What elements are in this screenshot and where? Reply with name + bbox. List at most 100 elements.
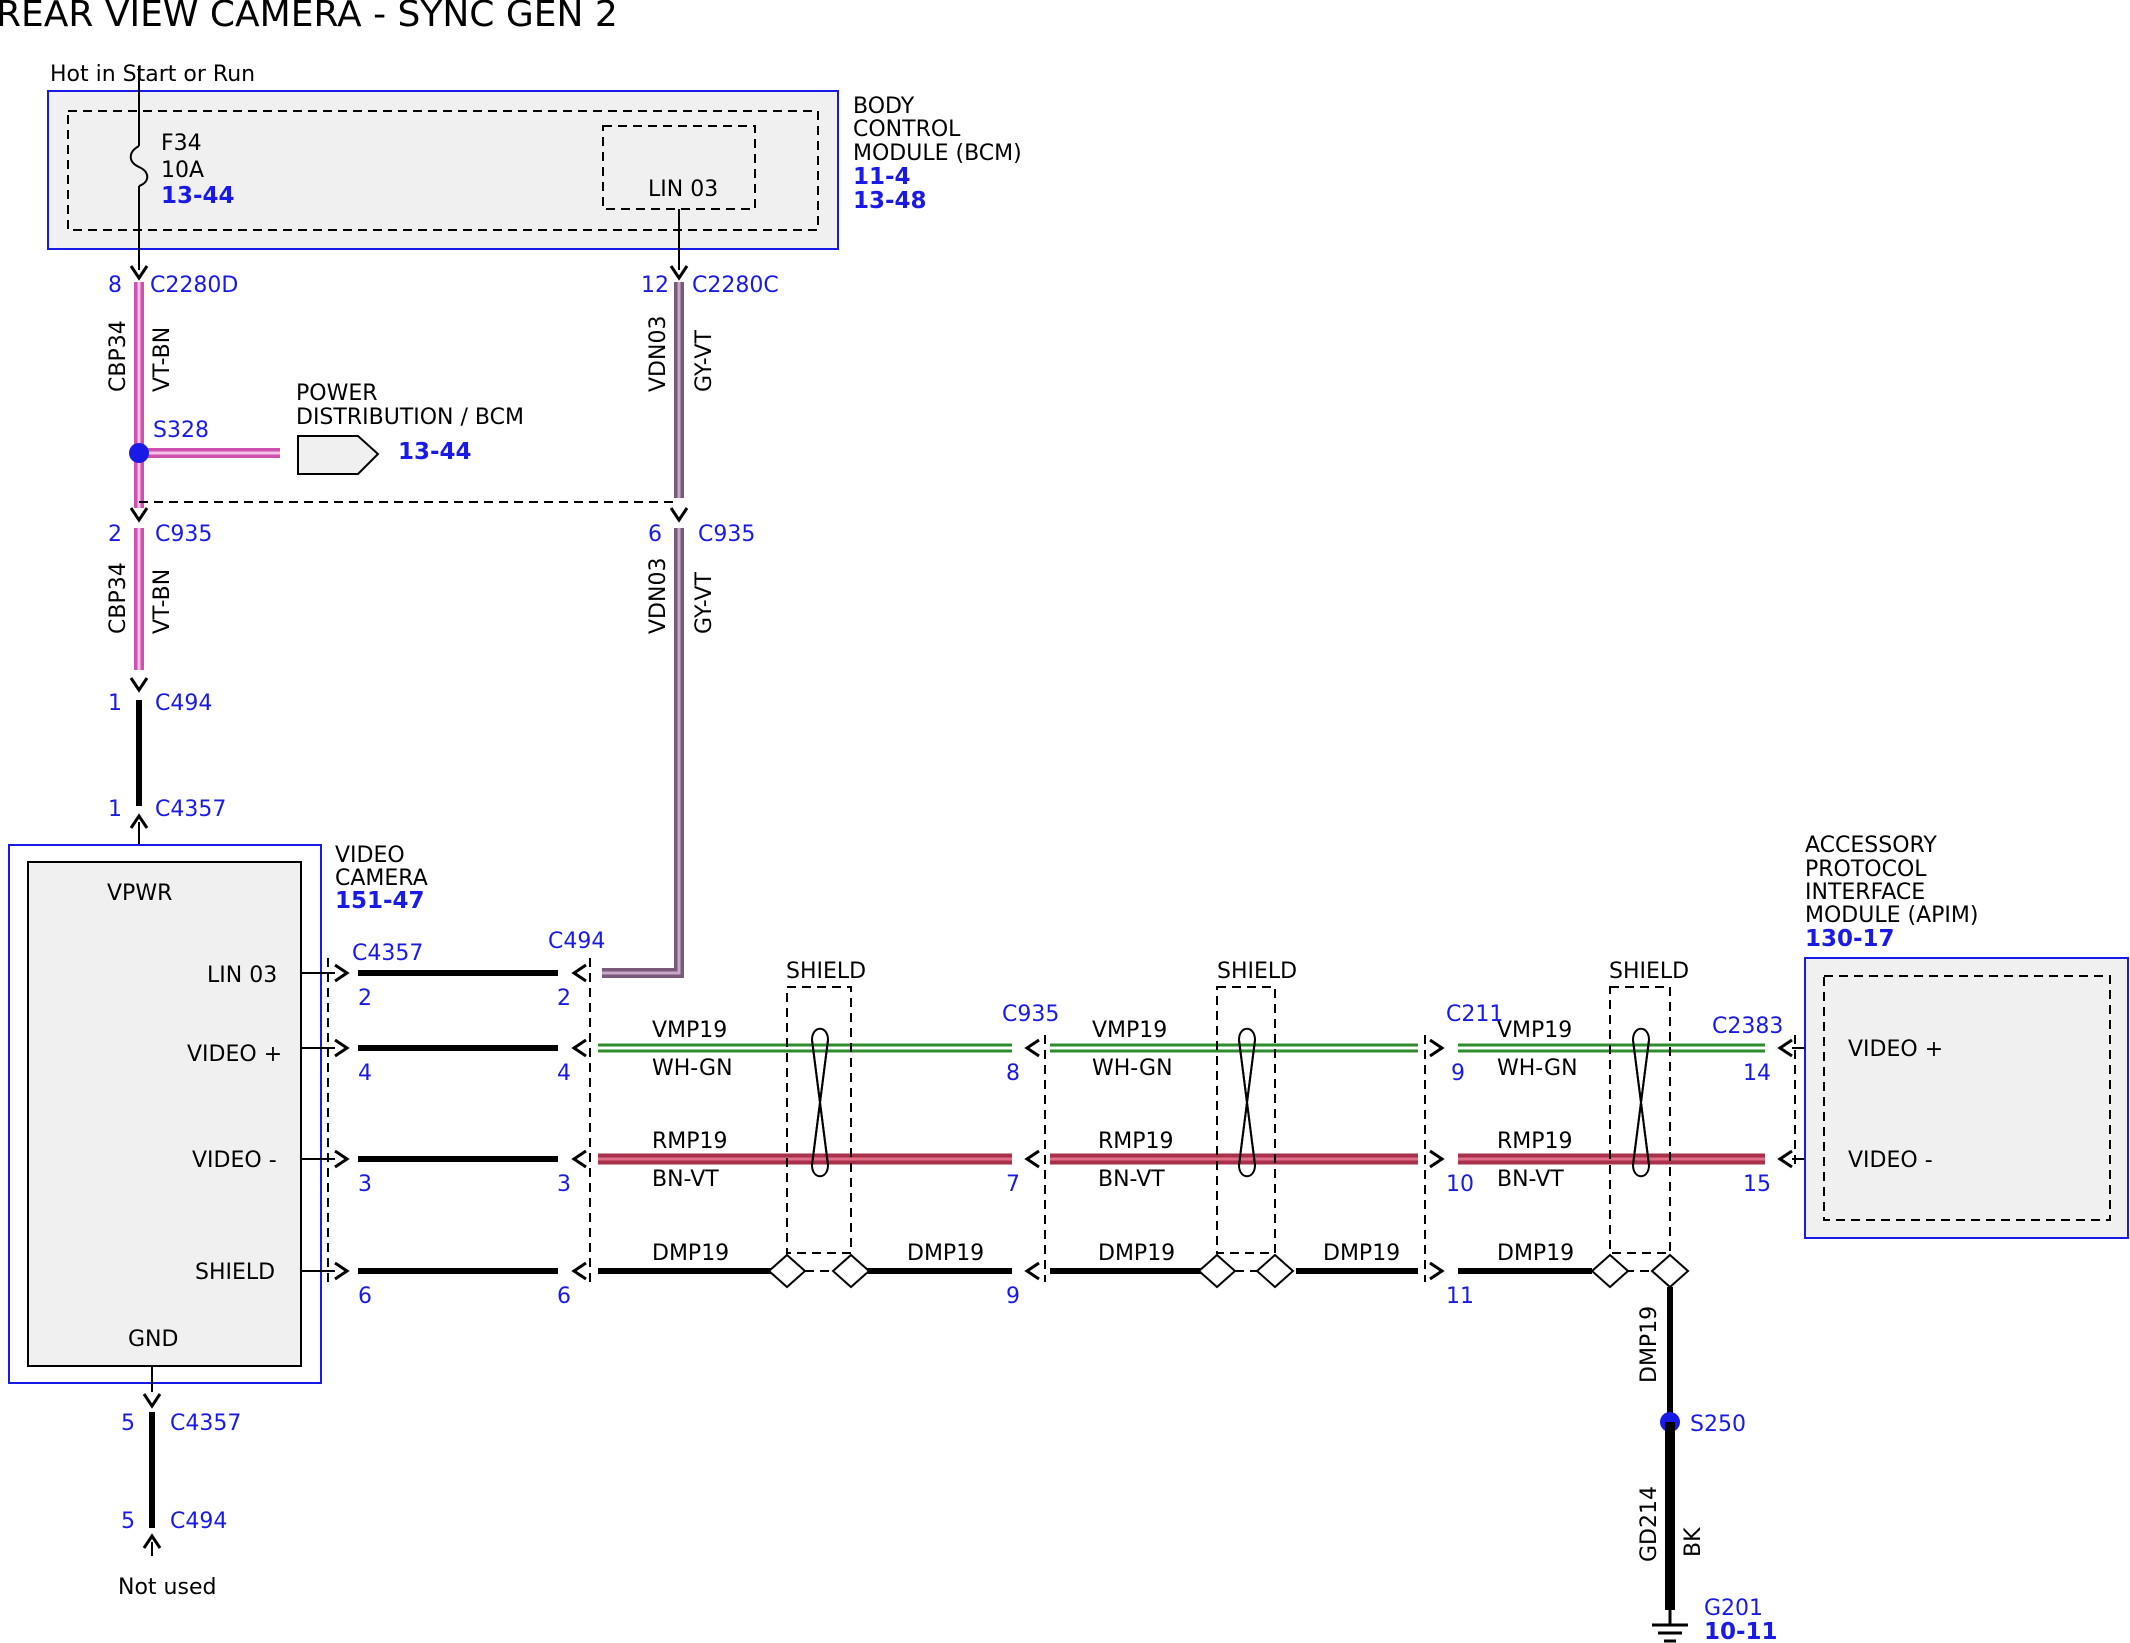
power-dist-name-1: POWER [296,381,378,406]
g201-ref: 10-11 [1704,1619,1778,1643]
c211-shield-connector-icon [1428,1261,1444,1281]
wire-vmp19-label-2: VMP19 [1092,1018,1167,1043]
c2383-vminus-connector-icon [1778,1149,1794,1169]
camera-pin-gnd: GND [128,1327,178,1352]
power-dist-ref: 13-44 [398,439,472,465]
apim-name-1: ACCESSORY [1805,833,1937,858]
wire-vtbn-label-2: VT-BN [150,569,175,634]
camera-pin-vminus: VIDEO - [192,1148,277,1173]
shield-label-1: SHIELD [786,959,866,984]
c4357-bottom-pin: 5 [121,1411,135,1436]
cam-vminus-connector-icon [333,1149,349,1169]
wire-bk-label: BK [1681,1527,1706,1557]
hot-label: Hot in Start or Run [50,62,255,87]
video-camera-module [8,844,322,1384]
c4357-row-label: C4357 [352,941,423,966]
cam-lin-connector-icon [333,963,349,983]
pin-c211-shield: 11 [1446,1284,1474,1309]
shield-drain-icon-3a [1590,1253,1630,1289]
c935-left-connector-icon [129,506,149,522]
shield-label-2: SHIELD [1217,959,1297,984]
shield-group-1 [767,986,871,1289]
wire-cbp34-label-2: CBP34 [106,562,131,634]
pin-apim-vminus: 15 [1743,1172,1771,1197]
fuse-icon [129,145,149,187]
c935-vminus-connector-icon [1025,1149,1041,1169]
shield-drain-icon-1a [767,1253,807,1289]
pin-apim-vplus: 14 [1743,1061,1771,1086]
s328-label: S328 [153,418,209,443]
apim-pin-vminus: VIDEO - [1848,1148,1933,1173]
c494-vplus-connector-icon [572,1038,588,1058]
bcm-ref-1: 11-4 [853,164,911,190]
wire-vdn03-label-1: VDN03 [646,316,671,392]
c494-row-label: C494 [548,929,605,954]
s250-label: S250 [1690,1412,1746,1437]
pin-c211-vplus: 9 [1451,1061,1465,1086]
apim-name-3: INTERFACE [1805,880,1925,905]
c935-shield-connector-icon [1025,1261,1041,1281]
c935-right-connector-icon [669,506,689,522]
wire-dmp19-label-vertical: DMP19 [1637,1306,1662,1383]
wire-vdn03-label-2: VDN03 [646,558,671,634]
pin-c935-shield: 9 [1006,1284,1020,1309]
pin-c494-shield: 6 [557,1284,571,1309]
power-distribution-connector-icon [297,435,380,475]
shield-drain-icon-2a [1197,1253,1237,1289]
pin-c935-vminus: 7 [1006,1172,1020,1197]
apim-name-2: PROTOCOL [1805,857,1927,882]
pin-c494-lin: 2 [557,986,571,1011]
camera-pin-vpwr: VPWR [107,881,172,906]
wire-dmp19-label-4: DMP19 [1323,1241,1400,1266]
c494-top-connector-icon [129,676,149,692]
c494-lin-connector-icon [572,963,588,983]
apim-pin-vplus: VIDEO + [1848,1037,1943,1062]
c2383-row-label: C2383 [1712,1014,1783,1039]
apim-name-4: MODULE (APIM) [1805,903,1978,928]
camera-pin-shield: SHIELD [195,1260,275,1285]
wire-bnvt-label-1: BN-VT [652,1167,719,1192]
wire-vmp19-label-1: VMP19 [652,1018,727,1043]
bcm-ref-2: 13-48 [853,188,927,214]
c211-row-label: C211 [1446,1002,1503,1027]
pin-cam-lin: 2 [358,986,372,1011]
wire-whgn-label-1: WH-GN [652,1056,733,1081]
g201-label: G201 [1704,1596,1763,1621]
wire-rmp19-label-3: RMP19 [1497,1129,1573,1154]
wire-vdn03-lower [602,528,684,978]
c494-shield-connector-icon [572,1261,588,1281]
ground-icon [1652,1610,1688,1643]
wire-rmp19-label-1: RMP19 [652,1129,728,1154]
c2383-vplus-connector-icon [1778,1038,1794,1058]
bcm-module: LIN 03 F34 10A 13-44 [47,66,839,270]
fuse-name: F34 [161,131,202,156]
c494-top-pin: 1 [108,691,122,716]
wire-gd214-label: GD214 [1637,1486,1662,1562]
c935-right-name: C935 [698,522,755,547]
c2280d-name: C2280D [150,273,238,298]
c211-vplus-connector-icon [1428,1038,1444,1058]
wire-bnvt-label-3: BN-VT [1497,1167,1564,1192]
wire-dmp19-label-2: DMP19 [907,1241,984,1266]
bcm-name-1: BODY [853,94,915,119]
camera-pin-vplus: VIDEO + [187,1042,282,1067]
bcm-name-2: CONTROL [853,117,961,142]
c935-vplus-connector-icon [1025,1038,1041,1058]
c2280c-pin: 12 [641,273,669,298]
c494-top-name: C494 [155,691,212,716]
power-dist-name-2: DISTRIBUTION / BCM [296,405,524,430]
diagram-title: REAR VIEW CAMERA - SYNC GEN 2 [0,0,618,35]
camera-pin-lin: LIN 03 [207,963,277,988]
c494-vminus-connector-icon [572,1149,588,1169]
apim-module [1804,957,2129,1239]
wire-vtbn-label-1: VT-BN [150,327,175,392]
wire-vmp19-label-3: VMP19 [1497,1018,1572,1043]
shield-drain-icon-2b [1255,1253,1295,1289]
camera-ref: 151-47 [335,888,425,914]
cam-vplus-connector-icon [333,1038,349,1058]
shield-drain-icon-3b [1650,1253,1690,1289]
wire-rmp19-label-2: RMP19 [1098,1129,1174,1154]
camera-name-1: VIDEO [335,843,405,868]
not-used-label: Not used [118,1575,216,1600]
wire-gyvt-label-1: GY-VT [692,330,717,392]
